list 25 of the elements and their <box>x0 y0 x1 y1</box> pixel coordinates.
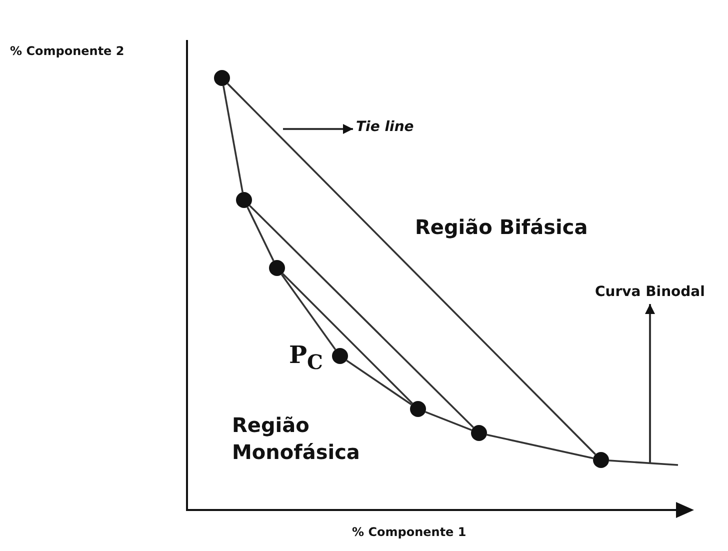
leader-arrow <box>283 124 353 134</box>
data-point <box>593 452 609 468</box>
binodal-curve-segment <box>425 411 472 431</box>
tie-line <box>282 273 413 404</box>
binodal-curve-segment <box>246 206 274 262</box>
data-point <box>269 260 285 276</box>
point-label: P$_{C}$ <box>289 340 323 374</box>
callout-label: Tie line <box>356 119 414 135</box>
region-label: Região Bifásica <box>415 215 588 239</box>
axis-title: % Componente 1 <box>352 525 466 539</box>
binodal-curve-segment <box>486 434 594 460</box>
data-point <box>471 425 487 441</box>
data-point <box>332 348 348 364</box>
axis-title: % Componente 2 <box>10 44 124 58</box>
data-point <box>236 192 252 208</box>
leader-arrow <box>645 304 655 463</box>
binodal-curve-segment <box>346 360 412 406</box>
tie-line <box>227 83 596 455</box>
region-label: Região Monofásica <box>232 412 361 466</box>
binodal-curve-segment <box>222 86 244 192</box>
binodal-curve-segment <box>280 274 336 350</box>
data-point <box>410 401 426 417</box>
callout-label: Curva Binodal <box>595 284 705 300</box>
data-point <box>214 70 230 86</box>
tie-line <box>249 205 474 428</box>
